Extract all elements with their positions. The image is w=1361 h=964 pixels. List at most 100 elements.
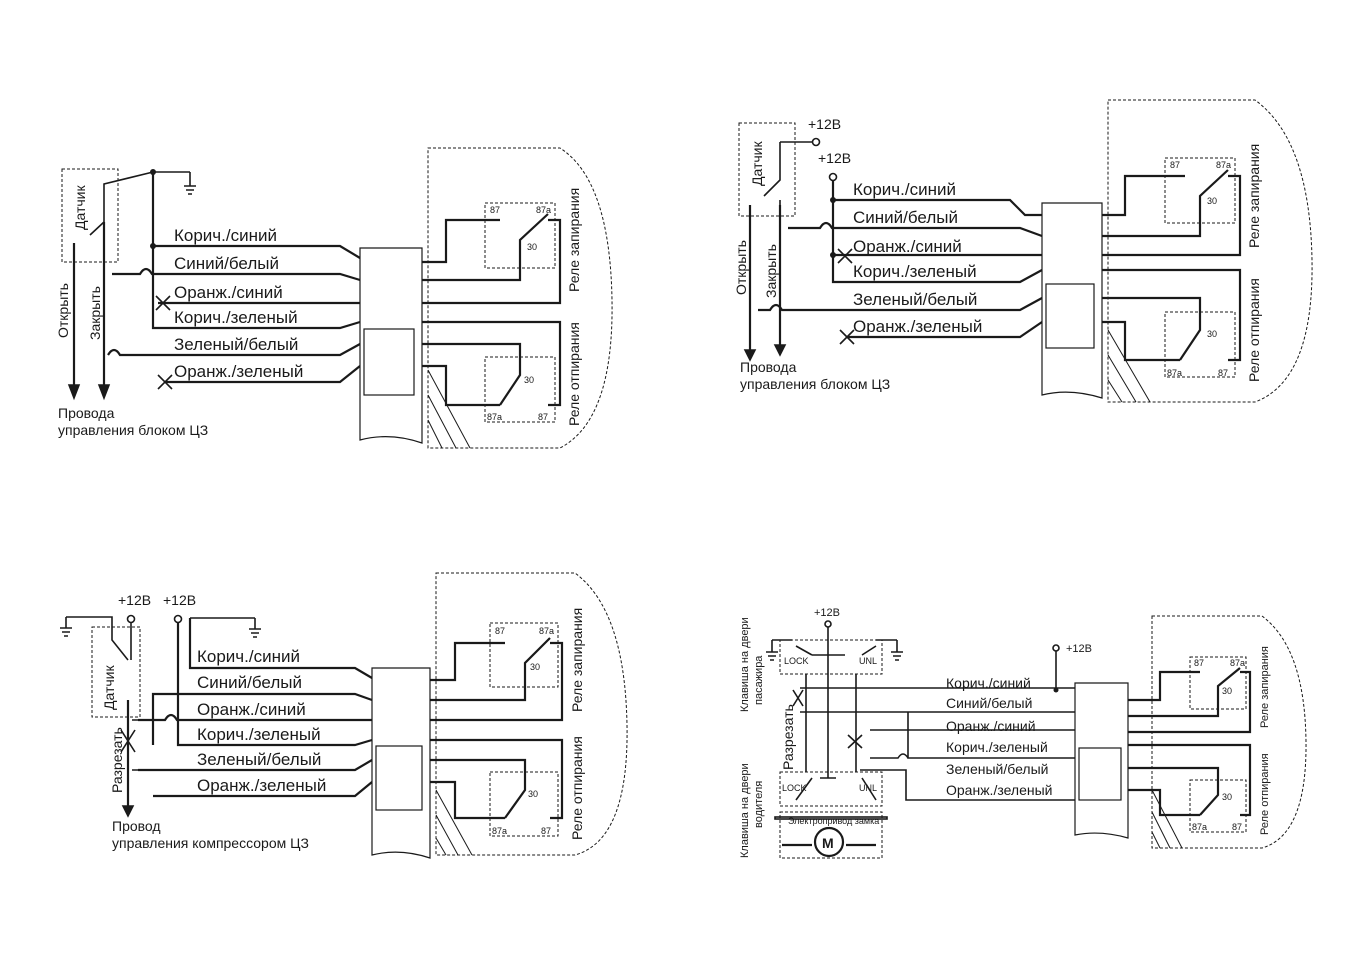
wire-label: Зеленый/белый [197, 750, 321, 769]
switch-risers [805, 674, 857, 772]
note-line1: Провода [58, 405, 115, 421]
plus12-terminal [811, 137, 821, 147]
hatch [427, 369, 471, 449]
passenger-line2: пасажира [753, 655, 765, 705]
wire-label: Оранж./синий [174, 283, 283, 302]
v1-label: +12В [808, 116, 841, 132]
pin-30: 30 [530, 662, 540, 672]
close-label: Закрыть [87, 286, 103, 340]
actuator-box [779, 811, 883, 859]
unit-connector [375, 745, 423, 811]
wire-orange-green [153, 781, 373, 798]
relay-housing [435, 572, 628, 856]
pin-30: 30 [524, 375, 534, 385]
wire-label: Оранж./синий [197, 700, 306, 719]
sensor-switch [763, 141, 812, 205]
relay-unlock-label: Реле отпирания [1246, 278, 1262, 382]
note-line2: управления блоком ЦЗ [58, 422, 208, 438]
motor-icon [813, 826, 845, 858]
scissors-icon [120, 729, 136, 753]
relay-lock-label: Реле запирания [569, 608, 585, 712]
pin-87a: 87a [539, 626, 554, 636]
scissors-icon [792, 689, 863, 749]
cut-label: Разрезать [780, 704, 796, 770]
control-arrow [121, 805, 135, 818]
driver-switches [795, 777, 877, 801]
note-line1: Провод [112, 818, 161, 834]
pin-30: 30 [528, 789, 538, 799]
wire-label: Оранж./зеленый [174, 362, 303, 381]
diagram-1: Датчик Открыть Закрыть Провода управлени… [55, 147, 613, 449]
wire-brown-green [831, 181, 1043, 284]
sensor-label: Датчик [101, 665, 117, 710]
ground [190, 617, 261, 638]
wire-label: Корич./синий [197, 647, 300, 666]
driver-line1: Клавиша на двери [739, 763, 751, 858]
close-label: Закрыть [763, 244, 779, 298]
pin-30: 30 [1222, 686, 1232, 696]
pin-30: 30 [1207, 196, 1217, 206]
plus12-terminal [828, 172, 838, 182]
passenger-line1: Клавиша на двери [739, 617, 751, 712]
wire-label: Оранж./зеленый [946, 782, 1053, 798]
unlock-relay-box [489, 771, 559, 837]
cut-label: Разрезать [109, 727, 125, 793]
wire-brown-blue [188, 618, 373, 679]
diagram-2: Датчик +12В +12В Открыть Закрыть Провода… [733, 99, 1313, 403]
sensor-label: Датчик [72, 185, 88, 230]
diagram-3: Датчик +12В +12В Разрезать Провод управл… [60, 572, 628, 859]
diagram-4: +12В LOCK UNL Клавиша на двери пасажира … [739, 607, 1307, 859]
sensor-box [61, 168, 119, 263]
driver-line2: водителя [753, 781, 765, 828]
wire-label: Синий/белый [174, 254, 279, 273]
wire-brown-green [176, 623, 373, 747]
note-line1: Провода [740, 359, 797, 375]
switch-wiring [800, 687, 1075, 801]
wire-label: Корич./синий [853, 180, 956, 199]
wire-label: Корич./зеленый [853, 262, 977, 281]
relay-housing [427, 147, 613, 449]
open-arrow [67, 384, 81, 401]
relay-unlock-label: Реле отпирания [566, 322, 582, 426]
open-arrow [743, 349, 757, 362]
pin-87: 87 [1218, 368, 1228, 378]
relay-lock-label: Реле запирания [566, 188, 582, 292]
pin-87a: 87a [536, 205, 551, 215]
close-arrow [773, 344, 787, 357]
v2-label: +12В [818, 150, 851, 166]
arrow-stubs [132, 719, 138, 771]
pin-87a: 87a [1230, 658, 1245, 668]
lock-label: LOCK [782, 783, 807, 793]
unlock-relay-wiring [1128, 743, 1252, 817]
unlock-relay-wiring [430, 738, 564, 820]
sensor-label: Датчик [749, 141, 765, 186]
driver-switch-box [779, 771, 883, 807]
plus12-terminal [1052, 644, 1060, 652]
unlock-relay-wiring [1102, 268, 1242, 362]
pin-30: 30 [1207, 329, 1217, 339]
lock-relay-wiring [1128, 667, 1252, 734]
hatch [1151, 789, 1183, 849]
wire-label: Оранж./синий [853, 237, 962, 256]
plus12-terminal [824, 620, 832, 628]
pin-87: 87 [541, 826, 551, 836]
pin-87a: 87a [1216, 160, 1231, 170]
relay-unlock-label: Реле отпирания [1259, 753, 1271, 835]
hatch [435, 789, 473, 856]
junction [1053, 687, 1059, 693]
wire-label: Синий/белый [197, 673, 302, 692]
wire-label: Корич./зеленый [946, 739, 1048, 755]
v1-label: +12В [118, 592, 151, 608]
v2-label: +12В [1066, 643, 1092, 655]
wire-label: Зеленый/белый [853, 290, 977, 309]
pin-87: 87 [1170, 160, 1180, 170]
wire-orange-green [164, 365, 361, 384]
wire-brown-blue [833, 198, 1042, 217]
pin-87a: 87a [492, 826, 507, 836]
wire-blue-white [788, 221, 1043, 238]
lock-relay-wiring [1102, 169, 1242, 257]
cut-mark [839, 329, 855, 345]
ground-switch [60, 616, 129, 661]
wire-blue-white [112, 267, 361, 282]
